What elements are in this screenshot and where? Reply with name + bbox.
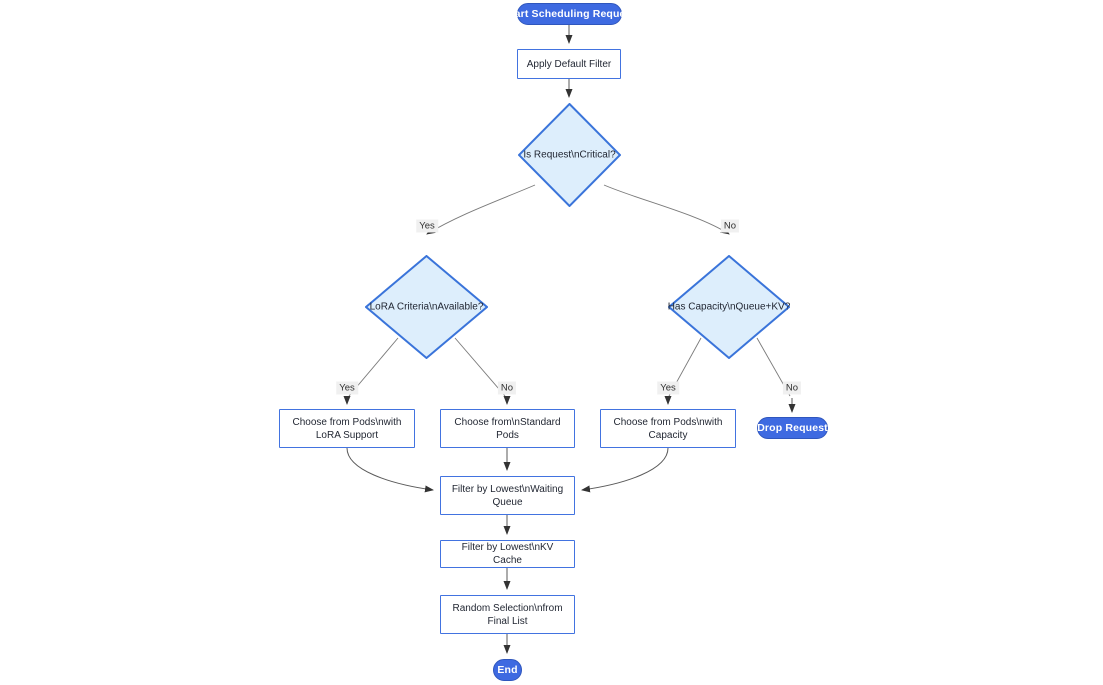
node-end-label: End [497, 664, 518, 676]
node-random-selection-label: Random Selection\nfrom Final List [452, 602, 563, 627]
node-has-capacity[interactable]: Has Capacity\nQueue+KV? [668, 255, 790, 359]
edge-pods-cap-to-queue [581, 447, 669, 493]
node-filter-lowest-waiting-queue-label: Filter by Lowest\nWaiting Queue [451, 483, 564, 508]
node-choose-pods-lora-support-label: Choose from Pods\nwith LoRA Support [292, 416, 402, 441]
node-random-selection[interactable]: Random Selection\nfrom Final List [440, 595, 575, 634]
node-apply-default-filter-label: Apply Default Filter [526, 58, 612, 70]
edge-label-lora-no: No [497, 381, 517, 395]
edge-label-text: No [500, 382, 514, 394]
node-lora-criteria-available-label: LoRA Criteria\nAvailable? [369, 301, 484, 313]
node-is-request-critical-label: Is Request\nCritical? [523, 149, 616, 161]
edge-label-text: Yes [339, 382, 355, 394]
node-apply-default-filter[interactable]: Apply Default Filter [517, 49, 621, 79]
node-has-capacity-label: Has Capacity\nQueue+KV? [667, 301, 791, 313]
node-start-label: Start Scheduling Request [503, 8, 636, 20]
node-is-request-critical[interactable]: Is Request\nCritical? [518, 103, 621, 207]
node-end[interactable]: End [493, 659, 522, 681]
edge-label-text: Yes [419, 220, 435, 232]
edge-label-capacity-yes: Yes [657, 381, 679, 395]
node-choose-pods-capacity[interactable]: Choose from Pods\nwith Capacity [600, 409, 736, 448]
node-drop-request[interactable]: Drop Request [757, 417, 828, 439]
edge-label-lora-yes: Yes [336, 381, 358, 395]
node-choose-pods-capacity-label: Choose from Pods\nwith Capacity [613, 416, 723, 441]
node-choose-standard-pods-label: Choose from\nStandard Pods [454, 416, 561, 441]
node-filter-lowest-kv-cache[interactable]: Filter by Lowest\nKV Cache [440, 540, 575, 568]
node-start[interactable]: Start Scheduling Request [504, 3, 635, 25]
node-lora-criteria-available[interactable]: LoRA Criteria\nAvailable? [365, 255, 488, 359]
node-filter-lowest-waiting-queue[interactable]: Filter by Lowest\nWaiting Queue [440, 476, 575, 515]
edge-label-critical-yes: Yes [416, 219, 438, 233]
edge-label-critical-no: No [720, 219, 740, 233]
node-choose-standard-pods[interactable]: Choose from\nStandard Pods [440, 409, 575, 448]
edge-label-text: No [785, 382, 799, 394]
node-choose-pods-lora-support[interactable]: Choose from Pods\nwith LoRA Support [279, 409, 415, 448]
edge-label-capacity-no: No [782, 381, 802, 395]
node-drop-request-label: Drop Request [757, 422, 828, 434]
edge-label-text: Yes [660, 382, 676, 394]
diamond-icon [518, 103, 621, 207]
diamond-icon [668, 255, 790, 359]
node-filter-lowest-kv-cache-label: Filter by Lowest\nKV Cache [461, 542, 554, 566]
diamond-icon [365, 255, 488, 359]
edge-critical-to-capacity [603, 184, 730, 235]
edge-pods-lora-to-queue [346, 447, 434, 493]
edge-label-text: No [723, 220, 737, 232]
